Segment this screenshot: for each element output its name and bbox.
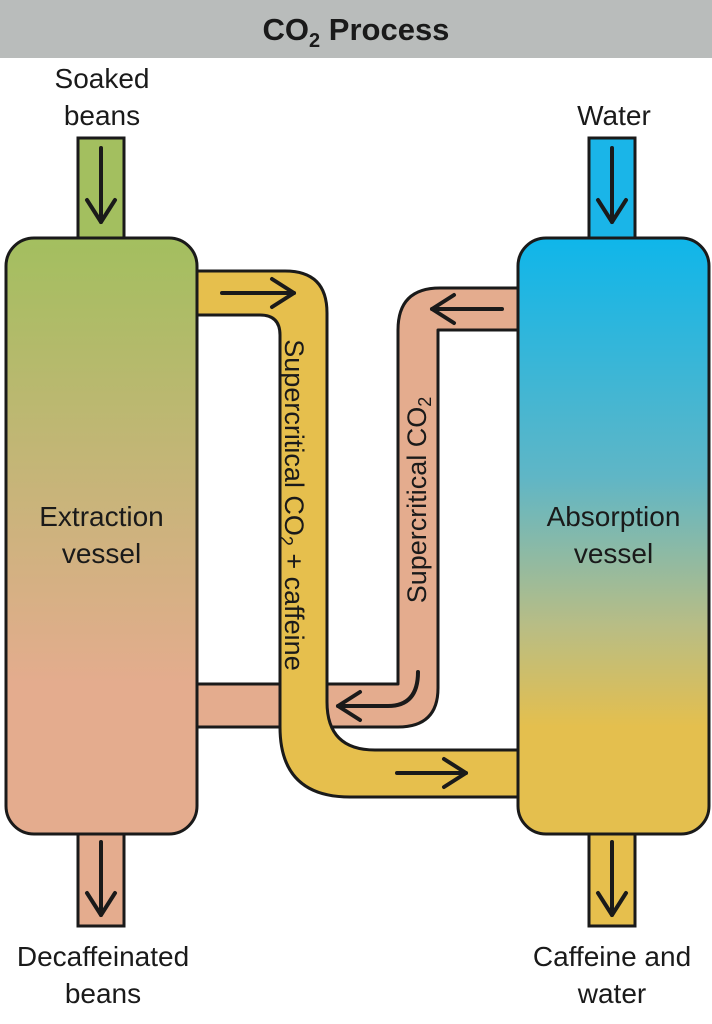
supercritical-co2-caffeine-pipe [193,269,522,799]
arrow-curved-left-icon [336,670,420,722]
co2-caffeine-pipe-label: Supercritical CO2 + caffeine [276,339,309,670]
title-bar [0,0,712,58]
diagram-title: CO2 Process [262,12,450,53]
arrow-down-icon [596,840,628,917]
arrow-right-icon [395,757,468,789]
absorption-vessel [516,236,711,836]
extraction-vessel [4,236,199,836]
arrow-down-icon [85,146,117,224]
arrow-down-icon [596,146,628,224]
arrow-down-icon [85,840,117,917]
co2-pipe-label: Supercritical CO2 [402,397,435,604]
supercritical-co2-pipe [193,286,522,729]
arrow-left-icon [430,293,504,325]
arrow-right-icon [220,277,296,309]
water-label: Water [577,100,651,131]
